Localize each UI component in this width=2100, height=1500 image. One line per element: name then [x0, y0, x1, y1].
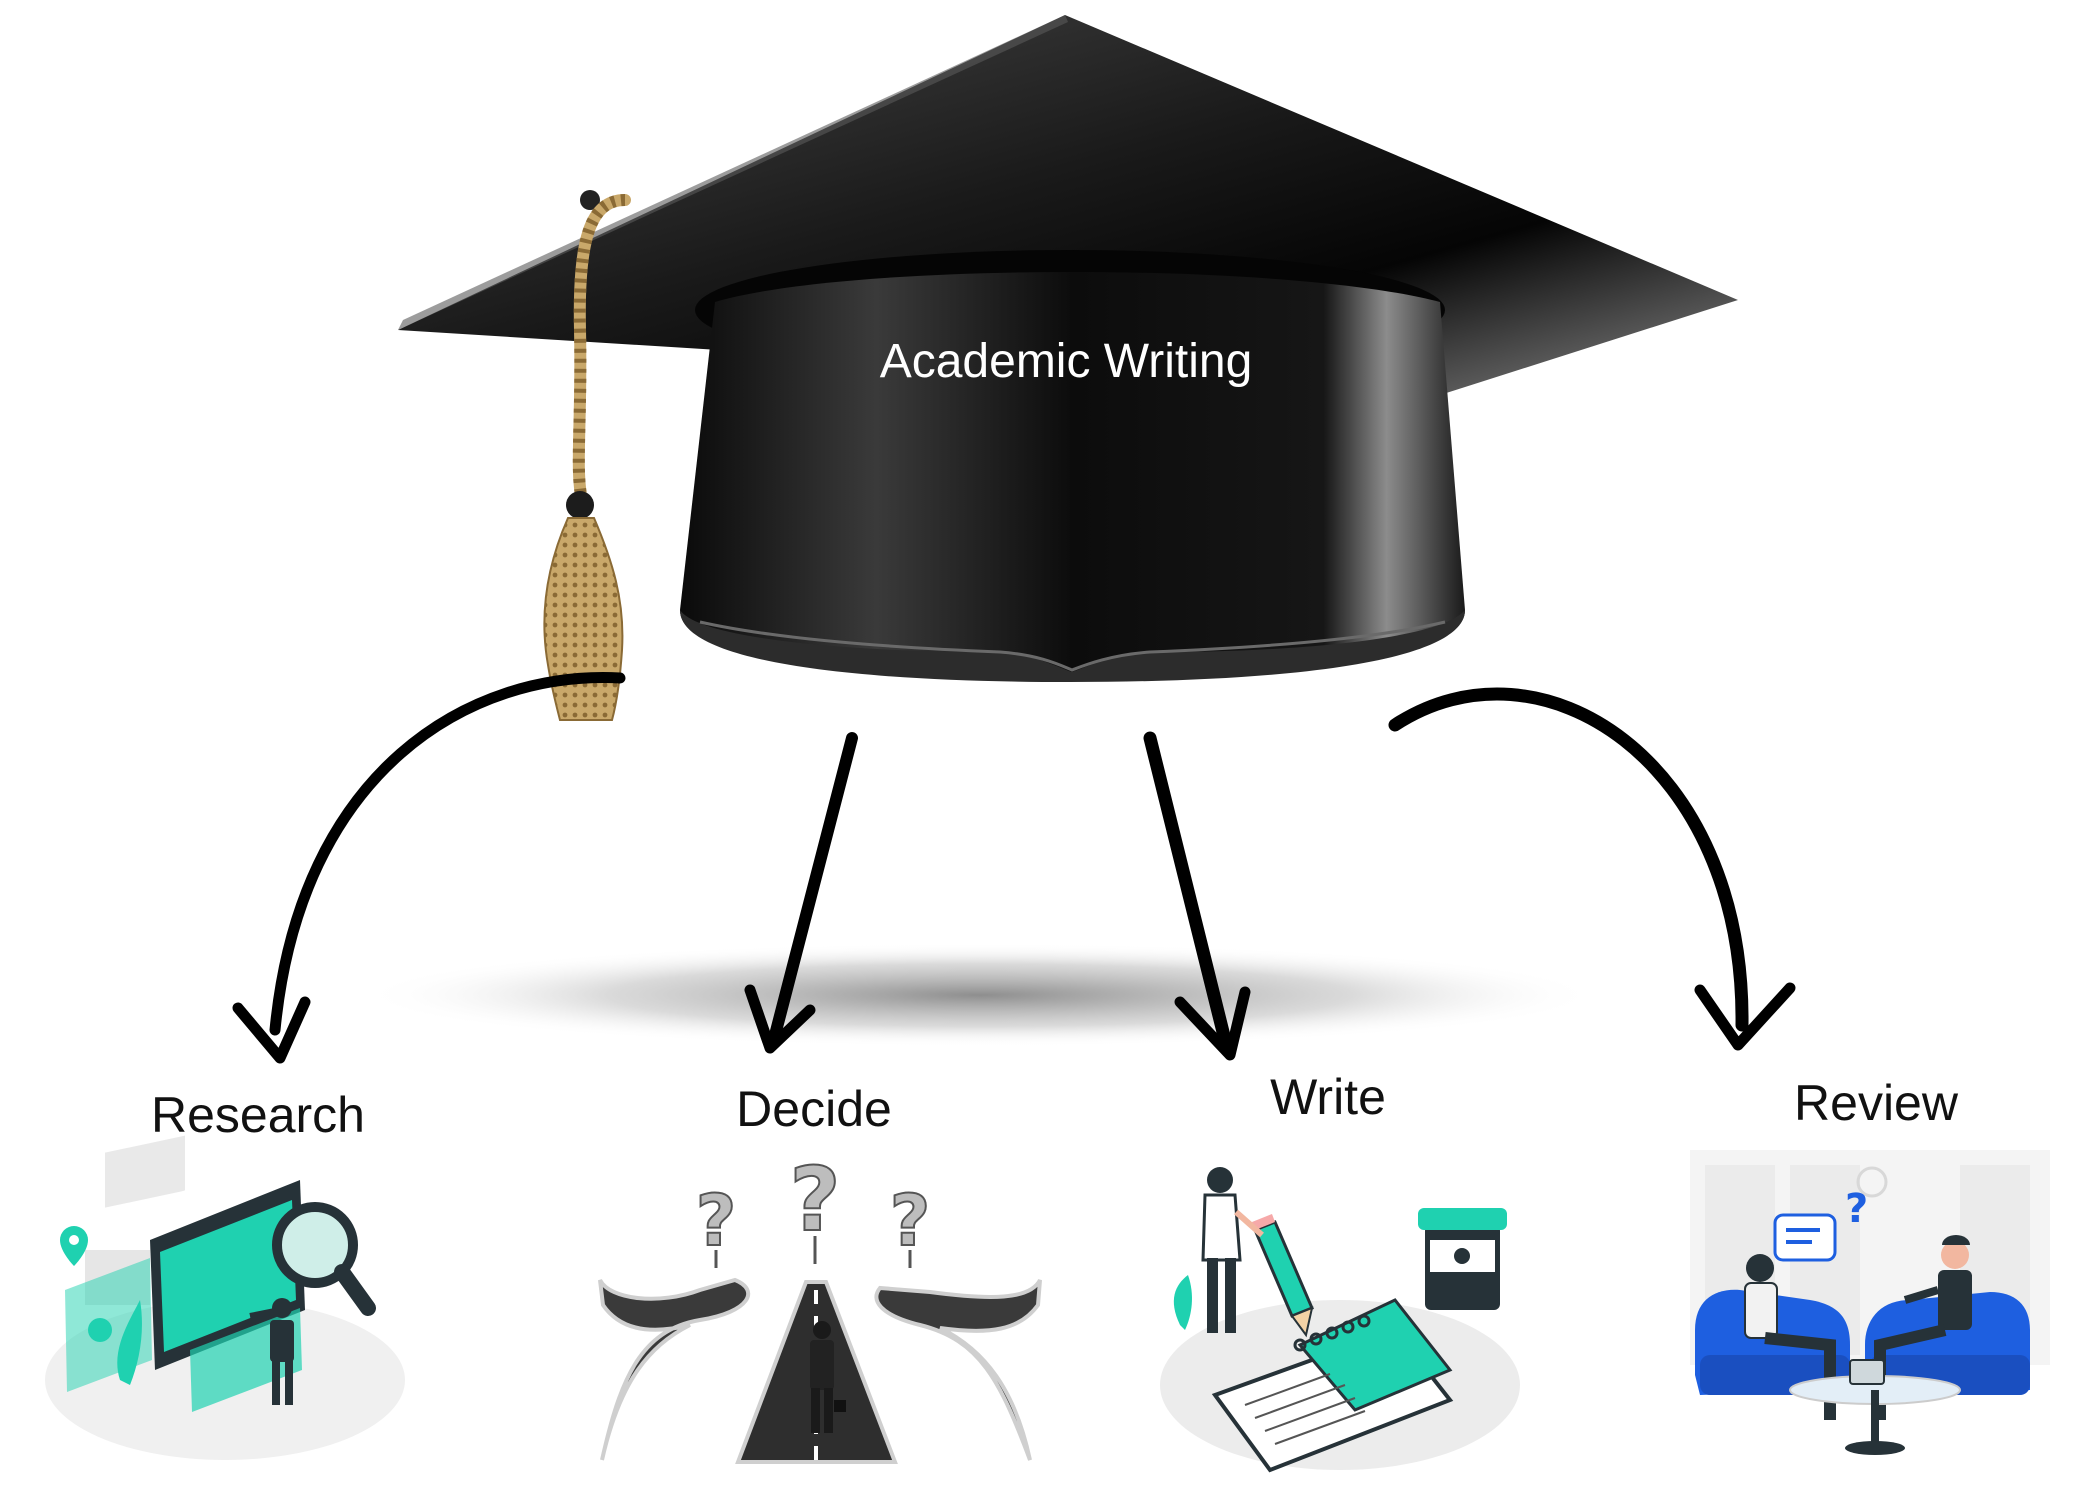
- step-label-decide: Decide: [736, 1081, 892, 1137]
- question-mark-icon: ?: [696, 1180, 737, 1262]
- research-illustration: [45, 1131, 405, 1460]
- arrow-to-review-head: [1694, 982, 1796, 1051]
- arrow-to-research-head: [232, 996, 311, 1064]
- chat-bubble-icon: ?: [1773, 1186, 1868, 1262]
- woman-figure: [1201, 1167, 1264, 1333]
- arrow-to-write: [1143, 731, 1232, 1047]
- woman-figure: [1744, 1254, 1836, 1420]
- road-left: [598, 1277, 751, 1461]
- svg-text:?: ?: [1845, 1186, 1868, 1232]
- road-right: [874, 1278, 1042, 1461]
- cap-shadow: [360, 943, 1600, 1047]
- map-pin-icon: [60, 1226, 88, 1266]
- arrow-to-review: [1388, 687, 1749, 1032]
- pencil-icon: [1252, 1214, 1314, 1338]
- question-mark-icon: ?: [789, 1148, 840, 1251]
- review-illustration: ?: [1690, 1150, 2050, 1455]
- tassel: [543, 517, 624, 721]
- coffee-cup-icon: [1418, 1208, 1507, 1310]
- question-mark-icon: ?: [890, 1180, 931, 1262]
- arrow-to-write-head: [1174, 986, 1251, 1061]
- arrow-to-research: [269, 672, 626, 1036]
- person-figure: [249, 1298, 294, 1405]
- step-label-review: Review: [1794, 1075, 1958, 1131]
- arrows: [232, 672, 1796, 1064]
- cap-title: Academic Writing: [879, 335, 1253, 388]
- write-illustration: [1160, 1167, 1520, 1473]
- magnifier-icon: [272, 1202, 376, 1316]
- decide-illustration: ? ? ?: [598, 1147, 1042, 1464]
- walking-person-figure: [810, 1321, 846, 1433]
- cap-band: [680, 272, 1465, 676]
- arrow-to-decide-head: [744, 984, 816, 1054]
- step-label-research: Research: [151, 1087, 365, 1143]
- step-label-write: Write: [1270, 1069, 1386, 1125]
- graduation-cap-icon: [398, 15, 1738, 721]
- arrow-to-decide: [769, 732, 858, 1041]
